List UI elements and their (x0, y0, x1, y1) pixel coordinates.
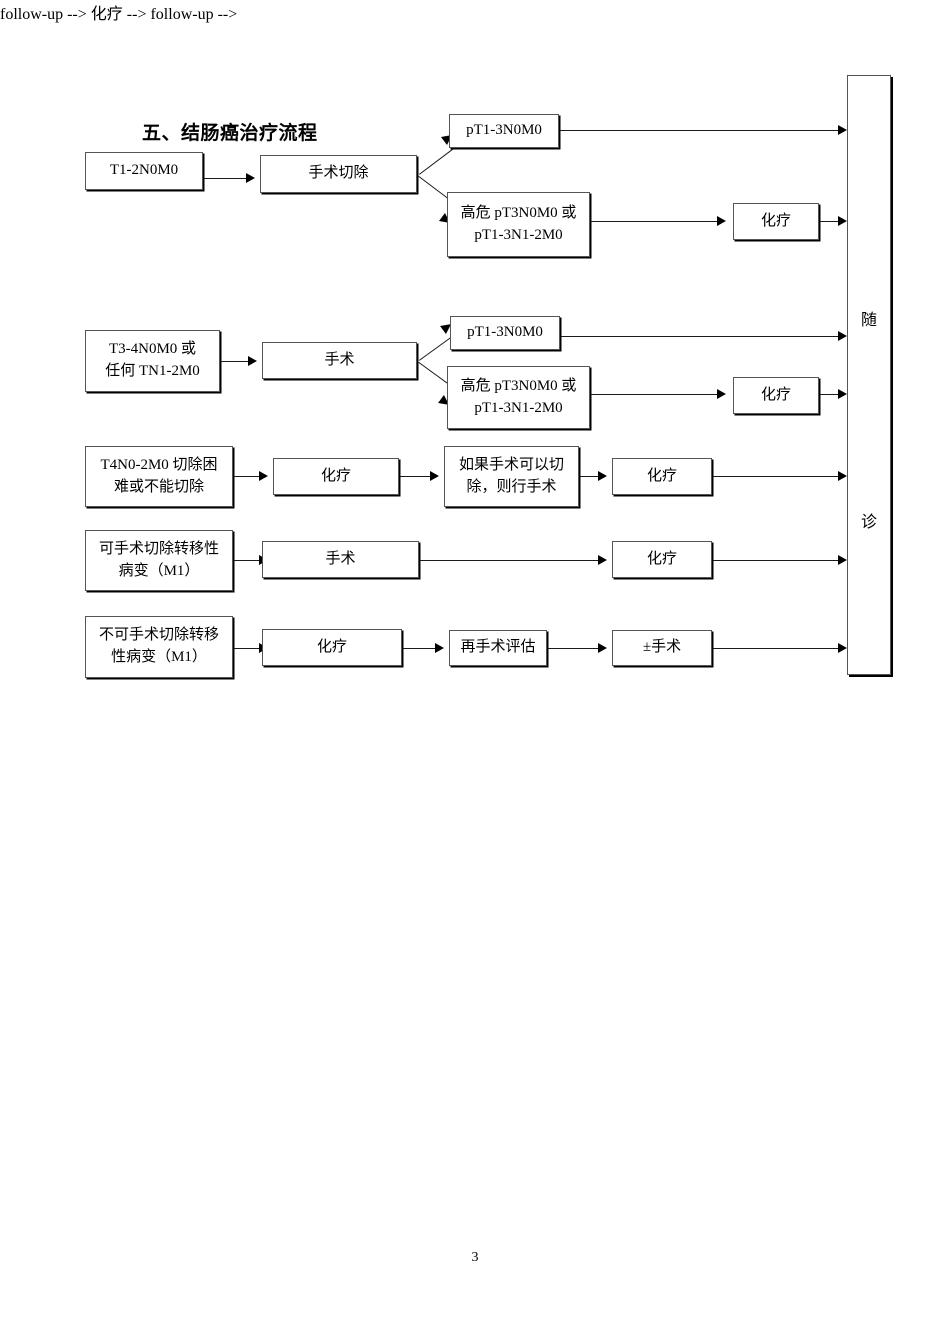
row1-chemo-box: 化疗 (733, 203, 819, 240)
row4-chemo-box: 化疗 (612, 541, 712, 578)
row2-connector-high-chemo (591, 394, 717, 395)
row5-surgery-label: ±手术 (642, 639, 682, 656)
row3-connector-decision-chemo2 (580, 476, 598, 477)
row1-branch-high-line1: 高危 pT3N0M0 或 (460, 204, 577, 221)
row2-arrowhead-treatment (248, 356, 257, 366)
row2-arrowhead-high-chemo (717, 389, 726, 399)
row2-branch-high-label: 高危 pT3N0M0 或 pT1-3N1-2M0 (452, 376, 585, 420)
row1-connector-stage-treatment (204, 178, 246, 179)
row3-connector-stage-chemo1 (234, 476, 259, 477)
row1-branch-line-up (419, 147, 455, 175)
row5-stage-label: 不可手术切除转移 性病变（M1） (90, 625, 228, 669)
row2-branch-low-box: pT1-3N0M0 (450, 316, 560, 350)
row2-arrowhead-chemo-followup (838, 389, 847, 399)
row1-connector-low-followup (560, 130, 838, 131)
row2-connector-low-followup (561, 336, 838, 337)
row1-stage-box: T1-2N0M0 (85, 152, 203, 190)
row3-chemo1-label: 化疗 (320, 467, 351, 484)
row3-connector-chemo2-followup (713, 476, 838, 477)
page-number: 3 (471, 1250, 479, 1265)
row5-reassess-box: 再手术评估 (449, 630, 547, 666)
row5-connector-surgery-followup (713, 648, 838, 649)
row3-connector-chemo1-decision (400, 476, 430, 477)
row1-connector-chemo-followup (820, 221, 838, 222)
row3-stage-line1: T4N0-2M0 切除困 (100, 456, 218, 473)
follow-up-box: 随 诊 (847, 75, 891, 675)
row1-treatment-label: 手术切除 (308, 165, 369, 182)
row5-stage-line2: 性病变（M1） (111, 649, 207, 665)
row3-arrowhead-chemo1 (259, 471, 268, 481)
row1-chemo-label: 化疗 (760, 212, 791, 229)
row3-arrowhead-chemo2-followup (838, 471, 847, 481)
row5-reassess-label: 再手术评估 (460, 639, 536, 656)
row5-stage-line1: 不可手术切除转移 (98, 627, 219, 644)
row2-stage-label: T3-4N0M0 或 任何 TN1-2M0 (90, 339, 215, 383)
row4-treatment-label: 手术 (325, 550, 356, 567)
row4-connector-chemo-followup (713, 560, 838, 561)
row1-treatment-box: 手术切除 (260, 155, 417, 193)
follow-up-char-bottom: 诊 (860, 514, 877, 531)
row1-arrowhead-low-followup (838, 125, 847, 135)
row3-chemo1-box: 化疗 (273, 458, 399, 495)
row3-decision-label: 如果手术可以切 除，则行手术 (449, 455, 574, 499)
row4-chemo-label: 化疗 (646, 550, 677, 567)
row4-stage-label: 可手术切除转移性 病变（M1） (90, 539, 228, 583)
row4-connector-treatment-chemo (420, 560, 598, 561)
row4-stage-line1: 可手术切除转移性 (98, 540, 219, 557)
row2-connector-stage-treatment (221, 361, 248, 362)
row2-branch-high-box: 高危 pT3N0M0 或 pT1-3N1-2M0 (447, 366, 590, 429)
row3-decision-box: 如果手术可以切 除，则行手术 (444, 446, 579, 507)
row2-connector-chemo-followup (820, 394, 838, 395)
row3-stage-box: T4N0-2M0 切除困 难或不能切除 (85, 446, 233, 507)
row4-arrowhead-chemo (598, 555, 607, 565)
row3-chemo2-box: 化疗 (612, 458, 712, 495)
row1-arrowhead-chemo-followup (838, 216, 847, 226)
row1-stage-label: T1-2N0M0 (109, 162, 179, 179)
row1-connector-high-chemo (591, 221, 717, 222)
row2-stage-box: T3-4N0M0 或 任何 TN1-2M0 (85, 330, 220, 392)
row2-chemo-box: 化疗 (733, 377, 819, 414)
row2-branch-line-up (419, 335, 454, 361)
row2-treatment-box: 手术 (262, 342, 417, 379)
row1-branch-high-label: 高危 pT3N0M0 或 pT1-3N1-2M0 (452, 203, 585, 247)
row3-stage-label: T4N0-2M0 切除困 难或不能切除 (90, 455, 228, 499)
row1-branch-low-box: pT1-3N0M0 (449, 114, 559, 148)
row4-connector-stage-treatment (234, 560, 259, 561)
row4-arrowhead-chemo-followup (838, 555, 847, 565)
follow-up-char-top: 随 (860, 312, 877, 329)
page-title: 五、结肠癌治疗流程 (142, 122, 318, 144)
row5-arrowhead-surgery-followup (838, 643, 847, 653)
row1-branch-high-line2: pT1-3N1-2M0 (474, 226, 563, 243)
row5-surgery-box: ±手术 (612, 630, 712, 666)
row3-decision-line2: 除，则行手术 (466, 478, 557, 495)
row5-connector-stage-chemo (234, 648, 259, 649)
row1-branch-high-box: 高危 pT3N0M0 或 pT1-3N1-2M0 (447, 192, 590, 257)
row2-stage-line1: T3-4N0M0 或 (108, 341, 197, 358)
row5-arrowhead-surgery (598, 643, 607, 653)
row2-chemo-label: 化疗 (760, 386, 791, 403)
row3-arrowhead-chemo2 (598, 471, 607, 481)
row3-chemo2-label: 化疗 (646, 467, 677, 484)
row3-decision-line1: 如果手术可以切 (458, 456, 564, 473)
row5-chemo-label: 化疗 (316, 638, 347, 655)
row5-stage-box: 不可手术切除转移 性病变（M1） (85, 616, 233, 678)
row2-arrowhead-low-followup (838, 331, 847, 341)
row1-branch-low-label: pT1-3N0M0 (466, 122, 542, 139)
row5-chemo-box: 化疗 (262, 629, 402, 666)
row1-arrowhead-treatment (246, 173, 255, 183)
row2-treatment-label: 手术 (324, 351, 355, 368)
row2-stage-line2: 任何 TN1-2M0 (105, 363, 200, 379)
row3-arrowhead-decision (430, 471, 439, 481)
row2-branch-low-label: pT1-3N0M0 (467, 324, 543, 341)
row5-arrowhead-reassess (435, 643, 444, 653)
row1-arrowhead-high-chemo (717, 216, 726, 226)
row3-stage-line2: 难或不能切除 (113, 478, 204, 495)
row4-stage-line2: 病变（M1） (118, 562, 200, 579)
row5-connector-reassess-surgery (548, 648, 598, 649)
row4-treatment-box: 手术 (262, 541, 419, 578)
row4-stage-box: 可手术切除转移性 病变（M1） (85, 530, 233, 591)
row2-branch-high-line2: pT1-3N1-2M0 (474, 399, 563, 416)
row2-branch-high-line1: 高危 pT3N0M0 或 (460, 377, 577, 394)
row5-connector-chemo-reassess (403, 648, 435, 649)
